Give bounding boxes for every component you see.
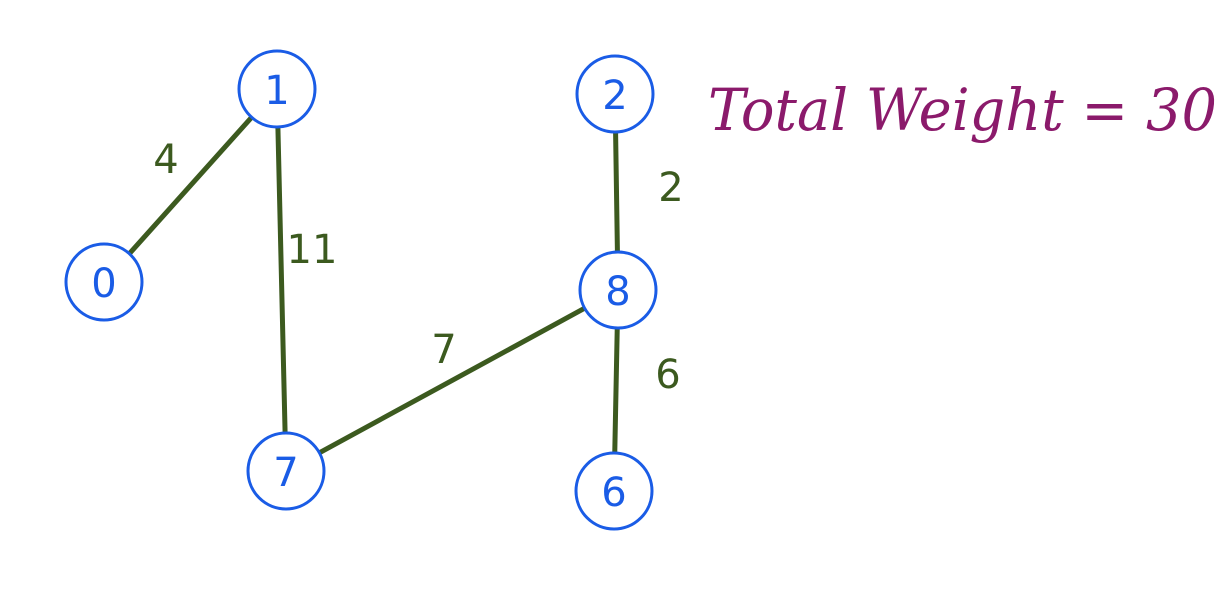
- edge-weight-2-8: 2: [658, 165, 683, 211]
- node-circle-6: [574, 451, 654, 531]
- total-weight-label: Total Weight = 30: [708, 76, 1217, 144]
- edge-1-7: [275, 124, 288, 436]
- node-7: 7: [246, 431, 326, 511]
- node-label-1: 1: [264, 68, 289, 114]
- node-label-8: 8: [605, 269, 630, 315]
- node-0: 0: [64, 242, 144, 322]
- node-label-7: 7: [273, 450, 298, 496]
- edge-0-1: [126, 114, 255, 257]
- node-circle-0: [64, 242, 144, 322]
- node-label-2: 2: [602, 73, 627, 119]
- node-label-0: 0: [91, 261, 116, 307]
- node-2: 2: [575, 54, 655, 134]
- node-circle-2: [575, 54, 655, 134]
- edge-8-6: [612, 325, 620, 456]
- node-label-6: 6: [601, 470, 626, 516]
- edge-weight-8-6: 6: [655, 352, 680, 398]
- edges-layer: [126, 114, 620, 456]
- edge-weight-1-7: 11: [287, 227, 338, 273]
- node-8: 8: [578, 250, 658, 330]
- node-1: 1: [237, 49, 317, 129]
- node-circle-8: [578, 250, 658, 330]
- node-circle-7: [246, 431, 326, 511]
- node-6: 6: [574, 451, 654, 531]
- weights-layer: 4 11 7 2 6: [153, 137, 683, 398]
- edge-2-8: [613, 129, 620, 255]
- edge-weight-0-1: 4: [153, 137, 178, 183]
- edge-weight-7-8: 7: [431, 327, 456, 373]
- edge-7-8: [316, 305, 588, 456]
- node-circle-1: [237, 49, 317, 129]
- nodes-layer: 0 1 2 7 8 6: [64, 49, 658, 531]
